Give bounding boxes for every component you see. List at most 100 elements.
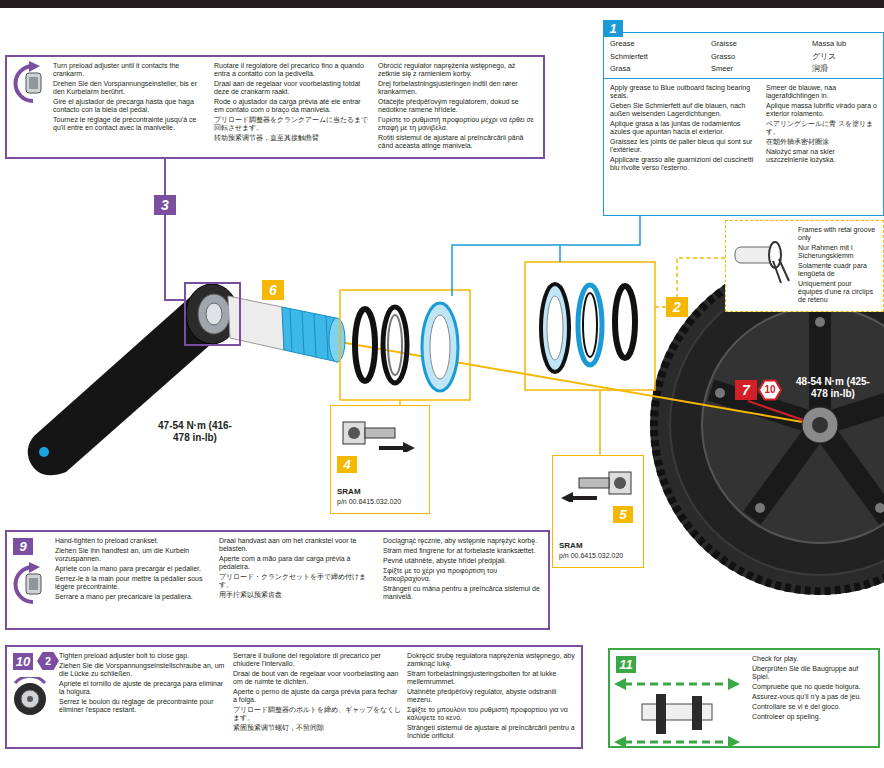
instruction-text: Obrócić regulator naprężenia wstępnego, … <box>378 62 536 78</box>
text-column: GreaseGraisseMassa lubSchmierfettGrassoグ… <box>610 38 877 76</box>
spindle <box>228 296 345 362</box>
text-column: Frames with retai groove onlyNur Rahmen … <box>732 226 877 306</box>
instruction-text: SRAM <box>337 487 421 496</box>
bolt-leader <box>748 401 803 420</box>
text-column: SRAM p/n 00.6415.032.020 <box>559 541 637 562</box>
step-icon <box>11 677 49 721</box>
instruction-text: Draai de bout van de regelaar voor voorb… <box>233 670 401 686</box>
step-icon <box>779 259 789 281</box>
instruction-text: Smeer de blauwe, naa lagerafdichtingen i… <box>766 84 878 100</box>
step-icon <box>614 736 626 748</box>
instruction-text: Apply grease to Blue outboard facing bea… <box>610 84 760 100</box>
table-cell: Massa lub <box>812 40 877 49</box>
instruction-text: p/n 00.6415.032.020 <box>559 552 637 560</box>
header-bar <box>0 0 884 8</box>
table-cell: Schmierfett <box>610 53 705 62</box>
instruction-text: Tighten preload adjuster bolt to close g… <box>59 652 227 660</box>
spindle <box>329 318 345 362</box>
text-column: Dokręcić śrubę regulatora naprężenia wst… <box>407 652 575 742</box>
bearing-seal <box>355 309 375 381</box>
instruction-text: Σφίξτε με το χέρι για προφόρτιση του δισ… <box>383 567 541 583</box>
step-icon <box>561 492 573 502</box>
spindle <box>302 311 304 354</box>
instruction-text: プリロード・クランクセットを手で締め付けます。 <box>219 573 377 589</box>
step-icon <box>656 694 666 734</box>
instruction-text: Aplique grasa a las juntas de rodamiento… <box>610 120 760 136</box>
step-icon <box>729 229 791 287</box>
spindle <box>290 309 292 352</box>
grease-leader <box>452 216 640 296</box>
instruction-text: Überprüfen Sie die Baugruppe auf Spiel. <box>752 665 872 681</box>
chainring <box>702 307 884 543</box>
instruction-text: Rotiți sistemul de ajustare al preîncărc… <box>378 134 536 150</box>
chainring <box>815 317 825 327</box>
chainring <box>715 388 725 398</box>
bearing-seal <box>547 296 563 360</box>
instruction-text: Tournez le réglage de précontrainte jusq… <box>53 116 208 132</box>
step-icon <box>624 741 730 744</box>
step-icon <box>27 696 33 702</box>
instruction-text: SRAM <box>559 541 637 550</box>
instruction-text: Nur Rahmen mit l Sicherungsklemm <box>798 244 876 260</box>
step-icon <box>26 73 41 93</box>
instruction-text: ベアリングシールに青 スを塗ります。 <box>766 120 878 136</box>
instruction-text: Drehen Sie den Vorspannungseinsteller, b… <box>53 80 208 96</box>
step-icon <box>773 261 781 283</box>
step-icon <box>614 678 626 690</box>
step-icon <box>11 677 49 725</box>
callout-number: 6 <box>262 280 284 300</box>
instruction-text: Γυρίστε το ρυθμιστή προφορτίου μέχρι να … <box>378 116 536 132</box>
center-bolt <box>802 407 838 443</box>
text-column: Check for play.Überprüfen Sie die Baugru… <box>752 655 872 723</box>
text-column: Ruotare il regolatore del precarico fino… <box>214 62 372 152</box>
bearing-seal <box>578 285 602 365</box>
step-icon <box>26 574 41 594</box>
instruction-text: Geben Sie Schmierfett auf die blauen, na… <box>610 102 760 118</box>
step-icon <box>15 677 45 683</box>
callout-number: 7 <box>735 380 757 400</box>
crank-arm <box>28 284 238 475</box>
instruction-text: Solamente cuadr para lengüeta de <box>798 262 876 278</box>
step-icon <box>14 683 46 715</box>
step-box: Turn preload adjuster until it contacts … <box>5 55 545 159</box>
step-number: 2 <box>37 652 59 670</box>
step-number: 5 <box>613 506 633 523</box>
step-icon <box>403 442 415 452</box>
step-icon <box>29 77 38 89</box>
step-icon <box>339 412 419 452</box>
instruction-text: Draai aan de regelaar voor voorbelasting… <box>214 80 372 96</box>
bearing-seal <box>583 293 597 357</box>
text-column: Hand-tighten to preload crankset.Ziehen … <box>55 537 213 603</box>
table-cell: Grasso <box>711 53 806 62</box>
step-icon <box>557 462 637 502</box>
instruction-text: Strângeți cu mâna pentru a preîncărca si… <box>383 585 541 601</box>
step-icon <box>339 412 419 456</box>
text-column: Apply grease to Blue outboard facing bea… <box>610 84 760 174</box>
check-box: 11Check for play.Überprüfen Sie die Baug… <box>608 648 880 748</box>
instruction-text: Dociągnąć ręcznie, aby wstępnie naprężyć… <box>383 537 541 545</box>
text-column: Turn preload adjuster until it contacts … <box>53 62 208 152</box>
spindle <box>228 296 284 350</box>
instruction-text: Dokręcić śrubę regulatora naprężenia wst… <box>407 652 575 668</box>
text-column: Draai handvast aan om het crankstel voor… <box>219 537 377 603</box>
text-column: Smeer de blauwe, naa lagerafdichtingen i… <box>766 84 878 174</box>
bearing-group-frame <box>525 262 655 390</box>
spider-frame <box>165 150 240 345</box>
chainring <box>875 503 884 513</box>
step-number: 10 <box>13 653 33 670</box>
callout-number: 3 <box>154 195 176 215</box>
text-column: Apply grease to Blue outboard facing bea… <box>610 84 877 174</box>
instruction-text: Ziehen Sie ihn handfest an, um die Kurbe… <box>55 547 213 563</box>
instruction-text: Stram med fingrene for at forbelaste kra… <box>383 547 541 555</box>
table-cell: Grease <box>610 40 705 49</box>
instruction-text: Σφίξτε το μπουλόνι του ρυθμιστή προφορτί… <box>407 706 575 722</box>
tool-box: 5SRAM p/n 00.6415.032.020 <box>552 455 644 568</box>
instruction-text: Serrare a mano per precaricare la pedali… <box>55 593 213 601</box>
instruction-text: Serrez-le à la main pour mettre la pédal… <box>55 575 213 591</box>
text-column: Dociągnąć ręcznie, aby wstępnie naprężyć… <box>383 537 541 603</box>
instruction-text: 转动预紧调节器，直至其接触曲臂 <box>214 134 372 142</box>
text-column: Serrare il bullone del regolatore di pre… <box>233 652 401 742</box>
torque-spec: 48-54 N·m (425-478 in-lb) <box>788 376 878 400</box>
step-icon <box>609 472 631 494</box>
